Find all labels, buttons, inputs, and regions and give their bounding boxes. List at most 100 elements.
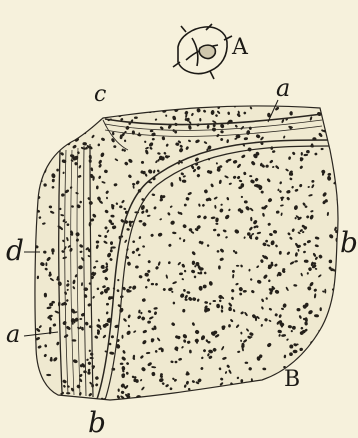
- cell-nucleus-dot: [305, 369, 309, 373]
- cell-nucleus-dot: [332, 104, 335, 107]
- cell-nucleus-dot: [330, 359, 335, 364]
- cell-nucleus-dot: [303, 392, 308, 395]
- cell-nucleus-dot: [269, 390, 274, 395]
- cell-nucleus-dot: [45, 124, 49, 129]
- cell-nucleus-dot: [333, 126, 337, 130]
- cell-nucleus-dot: [337, 359, 342, 364]
- cell-nucleus-dot: [335, 349, 339, 353]
- cell-nucleus-dot: [333, 101, 338, 106]
- cell-nucleus-dot: [130, 106, 134, 110]
- cell-nucleus-dot: [54, 397, 57, 400]
- cell-nucleus-dot: [141, 106, 144, 111]
- cell-nucleus-dot: [271, 391, 276, 396]
- cell-nucleus-dot: [89, 115, 94, 120]
- cell-nucleus-dot: [180, 105, 184, 109]
- cell-nucleus-dot: [335, 353, 340, 357]
- cell-nucleus-dot: [40, 399, 44, 402]
- cell-nucleus-dot: [213, 300, 217, 302]
- cell-nucleus-dot: [120, 102, 125, 107]
- cell-nucleus-dot: [60, 105, 64, 109]
- cell-nucleus-dot: [114, 110, 118, 115]
- cell-nucleus-dot: [324, 123, 329, 128]
- label-b-bottom: b: [88, 406, 106, 438]
- label-d: d: [6, 234, 24, 267]
- cell-nucleus-dot: [338, 335, 343, 340]
- cell-nucleus-dot: [94, 115, 97, 119]
- label-b-right: b: [340, 226, 358, 259]
- cell-nucleus-dot: [35, 122, 39, 125]
- cell-nucleus-dot: [51, 128, 54, 132]
- cell-nucleus-dot: [274, 398, 277, 401]
- cell-nucleus-dot: [314, 378, 318, 382]
- cell-nucleus-dot: [327, 104, 331, 108]
- cell-nucleus-dot: [337, 168, 341, 172]
- cell-nucleus-dot: [76, 103, 80, 107]
- cell-nucleus-dot: [46, 139, 51, 144]
- label-a-left: a: [6, 320, 20, 348]
- cell-nucleus-dot: [322, 341, 326, 345]
- cell-nucleus-dot: [87, 116, 93, 121]
- cell-nucleus-dot: [308, 349, 314, 354]
- cell-nucleus-dot: [57, 123, 61, 127]
- cell-nucleus-dot: [337, 176, 341, 179]
- cell-nucleus-dot: [179, 237, 181, 239]
- cell-nucleus-dot: [315, 365, 319, 369]
- cell-nucleus-dot: [102, 400, 106, 404]
- cell-nucleus-dot: [278, 387, 282, 392]
- cell-nucleus-dot: [58, 119, 64, 125]
- label-c: c: [94, 82, 106, 107]
- cell-nucleus-dot: [142, 397, 147, 400]
- cell-nucleus-dot: [45, 262, 47, 266]
- cell-nucleus-dot: [326, 377, 331, 383]
- cell-nucleus-dot: [189, 399, 194, 404]
- cell-nucleus-dot: [219, 400, 223, 402]
- cell-nucleus-dot: [66, 107, 70, 111]
- cell-nucleus-dot: [53, 121, 57, 125]
- cell-nucleus-dot: [332, 155, 336, 159]
- cell-nucleus-dot: [249, 388, 253, 393]
- cell-nucleus-dot: [36, 124, 41, 129]
- cell-nucleus-dot: [130, 104, 135, 107]
- cell-nucleus-dot: [89, 118, 94, 122]
- cell-nucleus-dot: [260, 381, 264, 385]
- label-B: B: [284, 367, 300, 392]
- cell-nucleus-dot: [172, 103, 176, 107]
- label-A: A: [231, 35, 249, 60]
- cell-nucleus-dot: [258, 392, 262, 395]
- cell-nucleus-dot: [335, 382, 338, 387]
- cell-nucleus-dot: [282, 268, 285, 270]
- cell-nucleus-dot: [60, 123, 63, 126]
- cell-nucleus-dot: [315, 388, 318, 392]
- cell-nucleus-dot: [193, 392, 197, 395]
- inset-cell-drawing: [173, 24, 232, 79]
- cell-nucleus-dot: [337, 127, 341, 131]
- tissue-section: [35, 101, 343, 403]
- cell-nucleus-dot: [40, 152, 45, 156]
- cell-nucleus-dot: [172, 393, 177, 398]
- cell-nucleus-dot: [278, 382, 283, 387]
- cell-nucleus-dot: [328, 377, 333, 383]
- cell-nucleus-dot: [329, 109, 333, 114]
- cell-nucleus-dot: [218, 265, 221, 269]
- cell-nucleus-dot: [333, 112, 338, 118]
- label-a-top: a: [276, 74, 290, 102]
- cell-nucleus-dot: [45, 145, 48, 149]
- cell-nucleus-dot: [106, 107, 111, 110]
- cell-nucleus-dot: [334, 325, 339, 329]
- cell-nucleus-dot: [334, 312, 338, 315]
- cell-nucleus-dot: [171, 397, 175, 401]
- cell-nucleus-dot: [198, 393, 201, 395]
- cell-nucleus-dot: [45, 112, 50, 118]
- cell-nucleus-dot: [325, 363, 330, 367]
- cell-nucleus-dot: [110, 105, 114, 109]
- cell-nucleus-dot: [319, 344, 324, 348]
- cell-nucleus-dot: [336, 313, 340, 317]
- cell-nucleus-dot: [73, 106, 75, 111]
- cell-nucleus-dot: [263, 395, 268, 400]
- cell-nucleus-dot: [335, 298, 339, 302]
- cell-nucleus-dot: [38, 141, 42, 145]
- cell-nucleus-dot: [111, 246, 116, 248]
- cell-nucleus-dot: [42, 395, 47, 400]
